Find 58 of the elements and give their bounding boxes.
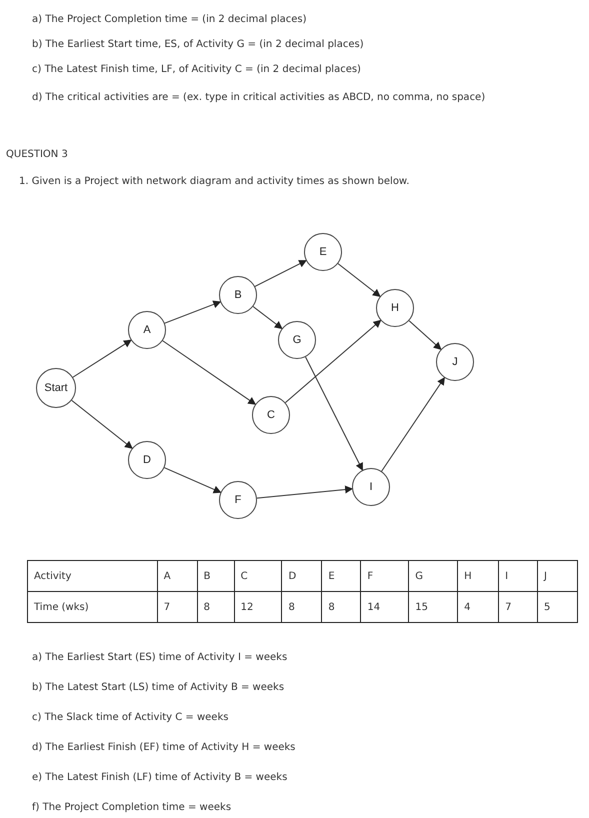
activity-circle: D: [128, 441, 166, 479]
question-text: e) The Latest Finish (LF) time of Activity B = weeks: [32, 771, 288, 785]
header-cell: Time (wks): [28, 592, 158, 622]
table-cell: 8: [282, 592, 322, 622]
table-cell: 7: [157, 592, 198, 622]
arrow: [162, 340, 256, 405]
section-heading: QUESTION 3: [6, 148, 68, 162]
arrow: [71, 400, 133, 449]
activity-circle: G: [278, 321, 316, 359]
arrow: [252, 306, 283, 330]
table-cell: F: [360, 560, 409, 592]
arrow: [408, 320, 442, 350]
table-cell: I: [498, 560, 538, 592]
table-cell: D: [282, 560, 322, 592]
table-cell: 15: [408, 592, 458, 622]
activity-circle: C: [252, 396, 290, 434]
table-cell: A: [157, 560, 198, 592]
question-text: f) The Project Completion time = weeks: [32, 801, 232, 815]
table-cell: J: [537, 560, 578, 592]
question-text: a) The Earliest Start (ES) time of Activity I = weeks: [32, 651, 288, 665]
activity-circle: A: [128, 311, 166, 349]
question-text: b) The Earliest Start time, ES, of Activity G = (in 2 decimal places): [32, 38, 364, 52]
header-cell: Activity: [28, 560, 158, 592]
table-cell: 5: [537, 592, 578, 622]
table-cell: 12: [234, 592, 282, 622]
arrow: [164, 467, 222, 494]
arrow: [164, 300, 222, 324]
question-text: d) The Earliest Finish (EF) time of Activity H = weeks: [32, 741, 296, 755]
table-cell: 8: [322, 592, 361, 622]
arrow: [254, 260, 307, 287]
table-cell: C: [234, 560, 282, 592]
table-cell: E: [322, 560, 361, 592]
table-cell: B: [197, 560, 234, 592]
question-text: b) The Latest Start (LS) time of Activity B = weeks: [32, 681, 284, 695]
question-text: d) The critical activities are = (ex. type in critical activities as ABCD, no comma, no space): [32, 91, 486, 105]
table-cell: 8: [197, 592, 234, 622]
question-text: c) The Slack time of Activity C = weeks: [32, 711, 228, 725]
arrow: [381, 376, 445, 472]
table-cell: 4: [458, 592, 499, 622]
activity-circle: B: [219, 276, 257, 314]
arrow: [338, 263, 381, 297]
activity-circle: E: [304, 233, 342, 271]
question-text: c) The Latest Finish time, LF, of Acitivity C = (in 2 decimal places): [32, 63, 361, 77]
arrow: [256, 486, 354, 499]
arrow: [72, 340, 132, 378]
question-text: a) The Project Completion time = (in 2 decimal places): [32, 13, 307, 27]
arrow: [284, 320, 382, 404]
activity-circle: Start: [36, 368, 76, 408]
table-cell: H: [458, 560, 499, 592]
table-cell: 14: [360, 592, 409, 622]
table-cell: G: [408, 560, 458, 592]
arrow: [305, 356, 363, 471]
activity-circle: H: [376, 289, 414, 327]
table-cell: 7: [498, 592, 538, 622]
activity-circle: I: [352, 468, 390, 506]
question-text: 1. Given is a Project with network diagram and activity times as shown below.: [19, 175, 410, 189]
activity-circle: F: [219, 481, 257, 519]
activity-circle: J: [436, 343, 474, 381]
